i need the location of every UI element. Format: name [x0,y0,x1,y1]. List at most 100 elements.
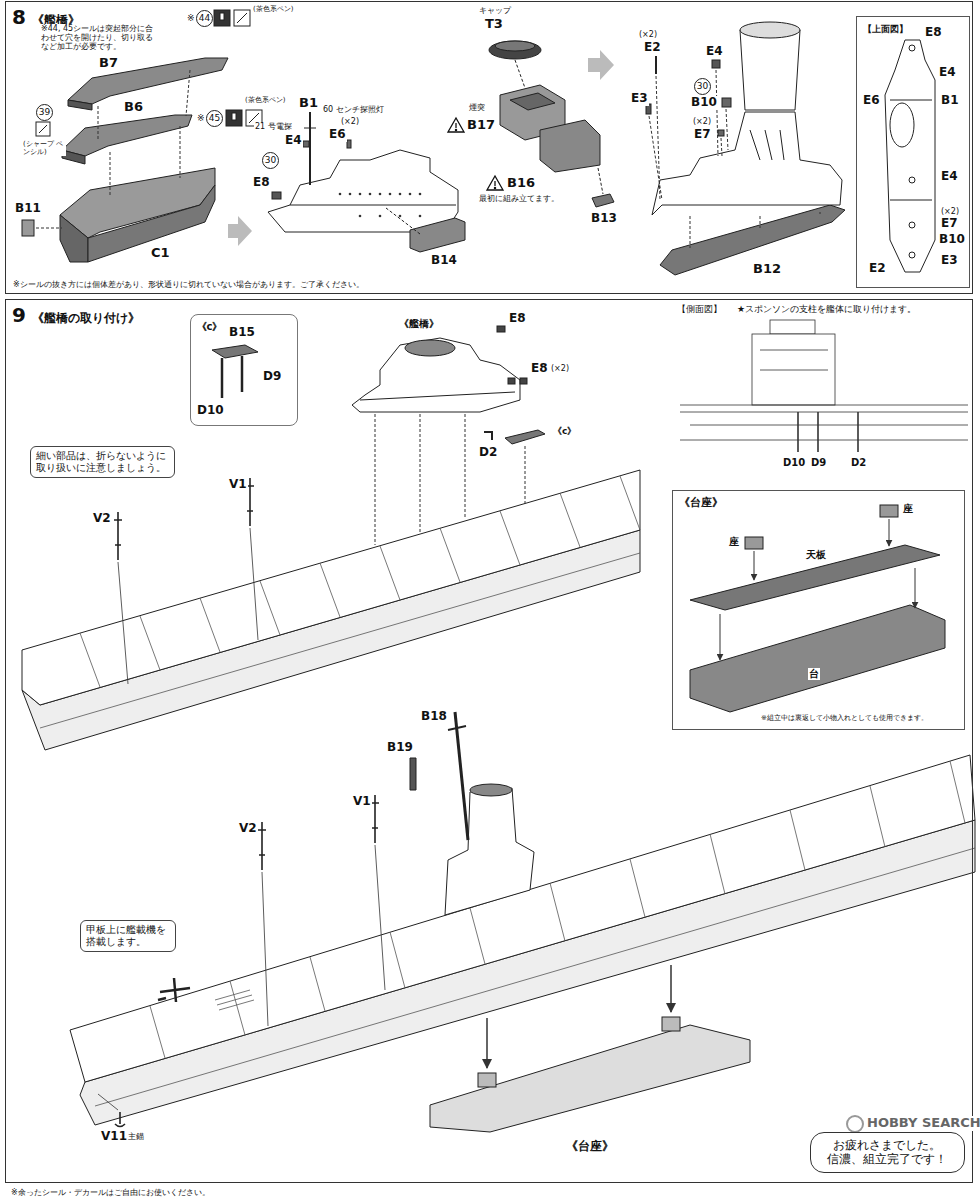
assembly-line [525,446,526,504]
part-label: E2 [868,262,887,276]
part-label: 《台座》 [565,1140,615,1154]
part-label: 座 [728,536,740,548]
bridge-assembly [497,326,505,332]
part-label: E8 [252,176,271,190]
sticker-number: 45 [206,110,223,127]
step-title: 《艦橋の取り付け》 [32,311,140,325]
note-text: 甲板上に艦載機を搭載します。 [86,924,170,948]
part-label: E4 [705,45,724,59]
leader-line [98,1094,118,1110]
part-label: B11 [14,202,42,216]
part-label: V2 [238,822,258,836]
deck-line [620,476,640,530]
part-label: B16 [506,176,536,191]
stand-part [430,1017,750,1132]
porthole [359,193,362,196]
part-label: HOBBY SEARCH [866,1116,980,1131]
warning-symbol [455,123,456,128]
deck-line [500,511,520,565]
arrow [915,568,916,608]
side-view [680,405,968,406]
bridge-assembly [405,340,455,356]
bridge-parts [88,185,215,262]
watermark-logo [847,1116,863,1132]
carrier-hull [470,784,512,796]
funnel-parts [515,60,525,88]
note-text: (シャープ ペンシル) [22,140,66,156]
porthole [419,193,422,196]
part-label: E3 [940,254,959,268]
bridge-assembly [352,326,545,444]
part-label: 台 [808,668,820,680]
bridge-parts [62,115,192,156]
note-text: 最初に組み立てます。 [478,194,560,203]
deck-line [80,633,100,687]
note-text: (×2) [340,117,360,126]
pen-icon [232,113,236,120]
note-text: ※シールの抜き方には個体差があり、形状通りに切れていない場合があります。ご了承く… [12,280,365,289]
assembly-line [649,116,662,200]
funnel-parts [510,93,555,110]
mast-part [114,478,379,1127]
porthole [399,193,402,196]
bridge-assembly [508,378,515,384]
carrier-hull [70,712,975,1125]
assembly-line [690,216,691,248]
stand-part [745,537,763,549]
bridge-assembly [655,56,657,74]
assembly-line [186,70,190,116]
bridge-assembly [740,22,800,38]
warning-symbol [494,187,495,188]
deck-line [380,546,400,600]
side-view [690,425,968,426]
deck-line [150,1006,165,1058]
part-label: B14 [430,254,458,268]
step-number: 8 [12,5,26,29]
bridge-assembly [718,130,724,136]
carrier-hull [22,470,640,750]
carrier-hull [158,978,190,1002]
deck-line [560,493,580,547]
note-text: ※44, 45シールは突起部分に合わせて穴を開けたり、切り取るなど加工が必要です… [40,24,157,52]
note-text: ※ [196,113,206,123]
carrier-hull [22,470,640,705]
note-box: 甲板上に艦載機を搭載します。 [80,920,176,952]
porthole [389,193,392,196]
bridge-parts [22,58,228,262]
part-label: E8 [924,26,943,40]
part-label: E4 [284,134,303,148]
note-box: 細い部品は、折らないように取り扱いに注意しましょう。 [30,446,175,478]
part-label: B17 [466,118,496,133]
side-view [857,412,859,452]
leader-line [375,845,385,990]
assembly-line [760,216,761,228]
warning-symbol [448,118,464,132]
top-view [885,40,935,272]
part-label: E4 [940,170,959,184]
bridge-hull [272,192,281,199]
bridge-hull [303,141,309,147]
porthole [409,193,412,196]
bridge-assembly [712,60,720,68]
part-label: E6 [862,94,881,108]
stand-part [690,605,945,712]
part-label: D10 [196,404,225,418]
porthole [419,215,422,218]
funnel-parts [592,194,614,207]
side-view [760,350,828,351]
step-arrow [228,50,614,246]
part-label: 天板 [805,549,827,561]
part-label: D9 [262,370,282,384]
bridge-assembly [646,22,845,275]
porthole [339,193,422,218]
assembly-line [420,414,421,532]
stand-part [478,1073,496,1087]
bubble-text: お疲れさまでした。 信濃、組立完了です！ [817,1138,958,1167]
top-view [890,103,914,147]
step-arrow [588,50,614,80]
porthole [359,215,362,218]
leader-line [250,528,258,640]
warning-symbol [494,181,495,186]
